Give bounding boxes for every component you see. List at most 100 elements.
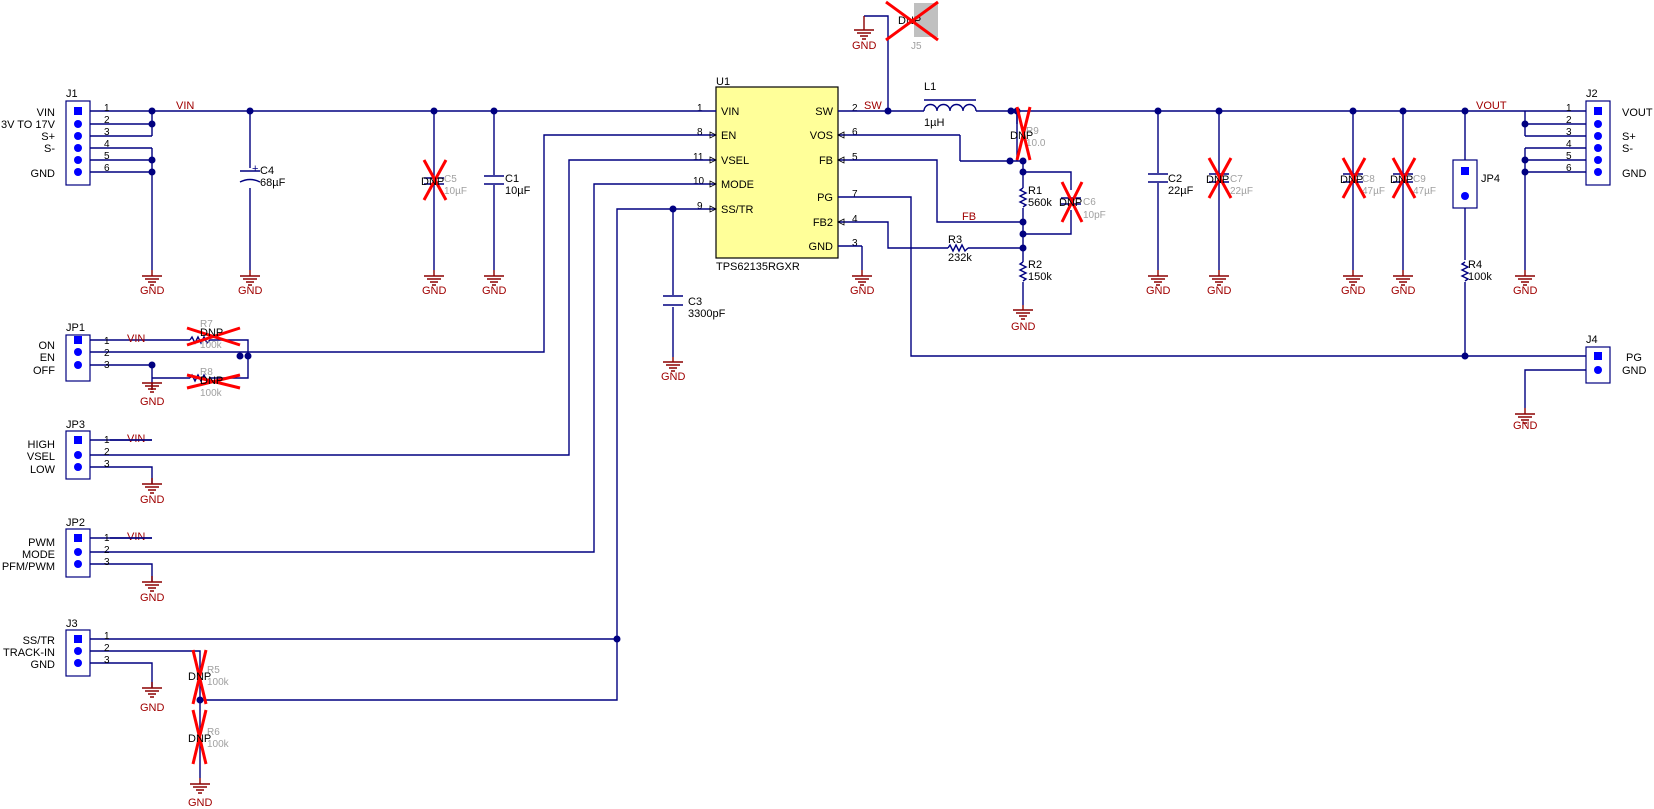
j2-pin-6 bbox=[1594, 168, 1602, 176]
j1-label: S+ bbox=[41, 131, 55, 143]
gnd-symbol: GND bbox=[1146, 270, 1171, 297]
svg-text:DNP: DNP bbox=[188, 733, 211, 745]
net-label-vin: VIN bbox=[127, 531, 145, 543]
u1-pin-num: 1 bbox=[697, 103, 703, 114]
j3-pin-num: 1 bbox=[104, 631, 110, 642]
wire-vos bbox=[862, 111, 1023, 162]
u1-part: TPS62135RGXR bbox=[716, 261, 800, 273]
j2-pin-3 bbox=[1594, 132, 1602, 140]
jp1-pin-2 bbox=[74, 348, 82, 356]
svg-text:GND: GND bbox=[140, 702, 165, 714]
dnp-mark-r7: DNP bbox=[186, 326, 241, 347]
gnd-symbol: GND bbox=[140, 270, 165, 297]
wire-r6 bbox=[85, 662, 201, 778]
jp2-ref: JP2 bbox=[66, 517, 85, 529]
svg-text:GND: GND bbox=[1011, 321, 1036, 333]
dnp-mark-c5: DNP bbox=[421, 159, 448, 201]
svg-text:GND: GND bbox=[140, 592, 165, 604]
u1-pin-sw: SW bbox=[815, 106, 833, 118]
u1-pin-gnd: GND bbox=[809, 241, 834, 253]
jp1-pin-1 bbox=[74, 336, 82, 344]
j5-ref: J5 bbox=[911, 41, 922, 52]
r3-symbol bbox=[947, 243, 969, 253]
j1-label: VIN bbox=[37, 107, 55, 119]
j4-label: PG bbox=[1626, 352, 1642, 364]
r9-value: 10.0 bbox=[1026, 138, 1046, 149]
c6-value: 10pF bbox=[1083, 210, 1106, 221]
j4-ref: J4 bbox=[1586, 334, 1598, 346]
gnd-symbol: GND bbox=[852, 16, 877, 52]
net-label-sw: SW bbox=[864, 100, 882, 112]
j3-label: SS/TR bbox=[23, 635, 55, 647]
jp3-pin-num: 2 bbox=[104, 447, 110, 458]
c3-value: 3300pF bbox=[688, 308, 726, 320]
j2-pin-num: 4 bbox=[1566, 139, 1572, 150]
dnp-mark-c9: DNP bbox=[1390, 157, 1417, 199]
u1-ic: U1 TPS62135RGXR VIN EN VSEL MODE SS/TR 1… bbox=[690, 76, 862, 273]
connectors: J1 1 2 3 4 5 6 VIN 3V TO 17V S+ S- GND J… bbox=[1, 3, 1653, 677]
jp2-pin-2 bbox=[74, 548, 82, 556]
gnd-symbol: GND bbox=[140, 682, 165, 714]
r4-value: 100k bbox=[1468, 271, 1492, 283]
gnd-symbol: GND bbox=[850, 270, 875, 297]
u1-pin-pg: PG bbox=[817, 192, 833, 204]
wire-j2-gnd bbox=[1524, 147, 1574, 270]
c2-symbol bbox=[1148, 173, 1168, 183]
net-labels: VIN VIN VIN VIN SW VOUT FB bbox=[110, 100, 1507, 543]
wire-j1-vin-bond bbox=[85, 111, 153, 137]
svg-text:GND: GND bbox=[852, 40, 877, 52]
wire-en bbox=[85, 134, 690, 353]
r2-ref: R2 bbox=[1028, 259, 1042, 271]
j3-pin-3 bbox=[74, 659, 82, 667]
u1-pin-num: 2 bbox=[852, 103, 858, 114]
passives: + C4 68µF C5 10µF C1 10µF C3 3300pF L1 1… bbox=[189, 81, 1492, 750]
j2-pin-num: 2 bbox=[1566, 115, 1572, 126]
svg-text:GND: GND bbox=[140, 494, 165, 506]
c1-ref: C1 bbox=[505, 173, 519, 185]
c2-value: 22µF bbox=[1168, 185, 1194, 197]
svg-text:GND: GND bbox=[188, 797, 213, 809]
u1-body bbox=[715, 86, 839, 259]
jp4-pin-2 bbox=[1461, 192, 1469, 200]
r6-value: 100k bbox=[207, 739, 230, 750]
gnd-symbol: GND bbox=[661, 357, 686, 383]
j2-pin-num: 1 bbox=[1566, 103, 1572, 114]
c4-value: 68µF bbox=[260, 177, 286, 189]
j2-pin-5 bbox=[1594, 156, 1602, 164]
j1-pin-num: 4 bbox=[104, 139, 110, 150]
r2-symbol bbox=[1018, 261, 1028, 282]
j3-pin-2 bbox=[74, 647, 82, 655]
j3-pin-num: 3 bbox=[104, 655, 110, 666]
gnd-symbol: GND bbox=[238, 270, 263, 297]
wire-sstr bbox=[85, 208, 690, 640]
j1-label: 3V TO 17V bbox=[1, 119, 56, 131]
j1-pin-2 bbox=[74, 120, 82, 128]
svg-text:DNP: DNP bbox=[200, 375, 223, 387]
l1-symbol bbox=[923, 103, 977, 112]
j1-pin-3 bbox=[74, 132, 82, 140]
jp2-pin-1 bbox=[74, 534, 82, 542]
r9-ref: R9 bbox=[1026, 126, 1039, 137]
jp2-label: PFM/PWM bbox=[2, 561, 55, 573]
gnd-symbol: GND bbox=[1513, 408, 1538, 432]
jp1-pin-num: 2 bbox=[104, 348, 110, 359]
jp1-pin-num: 3 bbox=[104, 360, 110, 371]
dnp-mark-r9: DNP bbox=[1010, 106, 1033, 161]
c7-ref: C7 bbox=[1230, 174, 1243, 185]
svg-text:GND: GND bbox=[1146, 285, 1171, 297]
j2-label: GND bbox=[1622, 168, 1647, 180]
wire-fb bbox=[862, 159, 1023, 223]
svg-text:DNP: DNP bbox=[200, 327, 223, 339]
u1-pin-num: 9 bbox=[697, 201, 703, 212]
c8-ref: C8 bbox=[1362, 174, 1375, 185]
j1-pin-5 bbox=[74, 156, 82, 164]
r3-ref: R3 bbox=[948, 234, 962, 246]
r8-value: 100k bbox=[200, 388, 223, 399]
c4-ref: C4 bbox=[260, 165, 274, 177]
dnp-mark-j5 bbox=[885, 0, 939, 42]
jp2-pin-num: 3 bbox=[104, 557, 110, 568]
j3-pin-num: 2 bbox=[104, 643, 110, 654]
u1-pin-en: EN bbox=[721, 130, 736, 142]
jp2-label: PWM bbox=[28, 537, 55, 549]
r5-value: 100k bbox=[207, 677, 230, 688]
